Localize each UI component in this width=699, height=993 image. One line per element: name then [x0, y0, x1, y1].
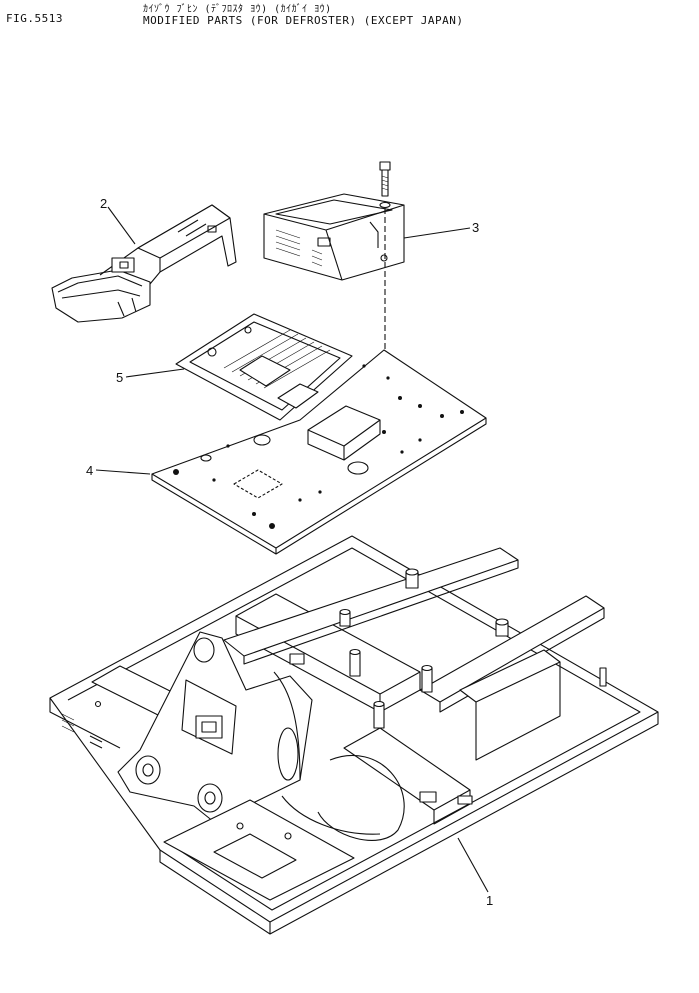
callout-1: 1 — [486, 893, 493, 908]
defroster-duct — [51, 204, 237, 323]
leader-line-2 — [107, 206, 136, 245]
callout-2: 2 — [100, 196, 107, 211]
defroster-unit — [263, 193, 405, 281]
leader-line-4 — [95, 469, 151, 475]
revolving-frame — [49, 535, 659, 935]
title-katakana: ｶｲｿﾞｳ ﾌﾞﾋﾝ (ﾃﾞﾌﾛｽﾀ ﾖｳ) (ｶｲｶﾞｲ ﾖｳ) — [143, 4, 332, 15]
floor-mat — [175, 313, 353, 421]
leader-line-1 — [457, 837, 489, 893]
leader-line-5 — [125, 368, 185, 378]
callout-3: 3 — [472, 220, 479, 235]
floor-plate — [151, 349, 487, 555]
figure-number: FIG.5513 — [6, 12, 63, 25]
callout-5: 5 — [116, 370, 123, 385]
figure-title: MODIFIED PARTS (FOR DEFROSTER) (EXCEPT J… — [143, 14, 464, 27]
callout-4: 4 — [86, 463, 93, 478]
mounting-bolt — [379, 161, 391, 209]
leader-line-3 — [403, 227, 471, 239]
